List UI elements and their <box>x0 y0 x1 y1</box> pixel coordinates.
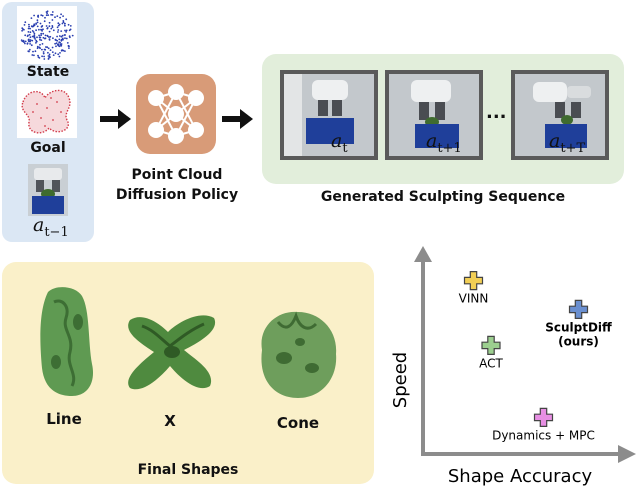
previous-action-label: at−1 <box>33 214 69 240</box>
goal-label: Goal <box>30 140 66 156</box>
shapes-caption: Final Shapes <box>137 462 239 478</box>
state-label: State <box>26 64 70 80</box>
previous-action-image <box>28 164 68 216</box>
sequence-frame <box>280 70 378 160</box>
sequence-frame <box>511 70 609 160</box>
chart-point: Dynamics + MPC <box>492 407 595 442</box>
chart-point: SculptDiff(ours) <box>545 299 612 348</box>
chart-point: VINN <box>459 271 489 306</box>
shape-label-x: X <box>164 412 176 430</box>
x-axis-label: Shape Accuracy <box>448 466 593 487</box>
frame-label: at+T <box>549 130 586 156</box>
line-shape-image <box>40 287 94 396</box>
sequence-frame <box>385 70 483 160</box>
arrow-right-icon <box>100 109 131 129</box>
point-label: VINN <box>459 292 489 306</box>
sequence-ellipsis: ... <box>486 102 507 123</box>
point-label: ACT <box>479 356 503 370</box>
x-axis-arrow <box>618 445 636 463</box>
state-point-cloud <box>17 6 77 64</box>
robot-gripper-image <box>389 74 479 156</box>
cross-marker-icon <box>463 271 484 291</box>
chart-point: ACT <box>479 335 504 370</box>
shape-label-line: Line <box>46 410 82 428</box>
shape-label-cone: Cone <box>276 414 320 432</box>
arrow-right-icon <box>222 109 253 129</box>
robot-gripper-image <box>284 74 374 156</box>
cross-marker-icon <box>533 407 554 427</box>
y-axis-label: Speed <box>390 352 411 408</box>
point-sublabel: (ours) <box>558 334 599 348</box>
y-axis-arrow <box>414 246 432 262</box>
frame-label: at <box>331 130 348 156</box>
goal-point-cloud <box>17 84 77 138</box>
policy-caption: Point Cloud Diffusion Policy <box>115 167 239 203</box>
frame-label: at+1 <box>426 130 462 156</box>
point-label: Dynamics + MPC <box>492 428 595 442</box>
cross-marker-icon <box>481 335 501 355</box>
x-shape-image <box>128 315 216 390</box>
cross-marker-icon <box>568 299 589 319</box>
robot-gripper-image <box>515 74 605 156</box>
cone-shape-image <box>261 311 337 398</box>
point-label: SculptDiff <box>545 320 612 334</box>
sequence-caption: Generated Sculpting Sequence <box>320 189 566 205</box>
comparison-chart: Speed Shape Accuracy VINN SculptDiff(ours… <box>390 246 636 487</box>
neural-network-icon <box>136 74 216 154</box>
